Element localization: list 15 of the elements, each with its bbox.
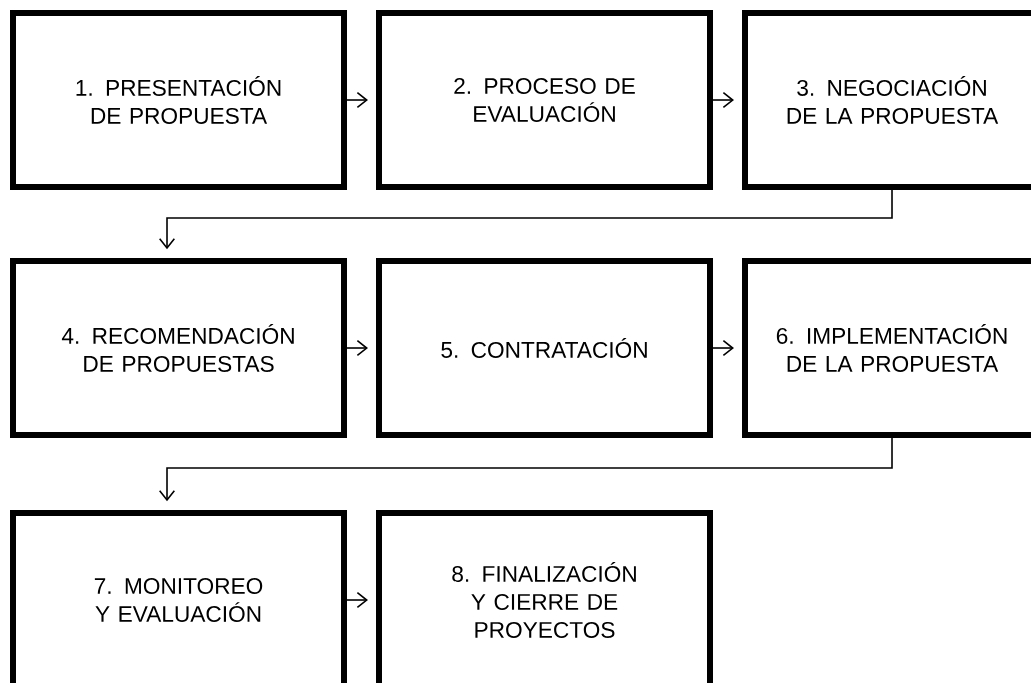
arrow <box>712 91 734 109</box>
arrow <box>346 339 368 357</box>
process-box: 1. PRESENTACIÓN DE PROPUESTA <box>10 10 347 190</box>
arrow <box>712 339 734 357</box>
process-box: 2. PROCESO DE EVALUACIÓN <box>376 10 713 190</box>
process-box: 7. MONITOREO Y EVALUACIÓN <box>10 510 347 683</box>
process-box: 8. FINALIZACIÓN Y CIERRE DE PROYECTOS <box>376 510 713 683</box>
arrow <box>346 591 368 609</box>
process-box: 5. CONTRATACIÓN <box>376 258 713 438</box>
process-box: 6. IMPLEMENTACIÓN DE LA PROPUESTA <box>742 258 1031 438</box>
arrow <box>346 91 368 109</box>
process-box: 3. NEGOCIACIÓN DE LA PROPUESTA <box>742 10 1031 190</box>
arrow <box>158 437 893 502</box>
arrow <box>158 189 893 250</box>
process-box: 4. RECOMENDACIÓN DE PROPUESTAS <box>10 258 347 438</box>
